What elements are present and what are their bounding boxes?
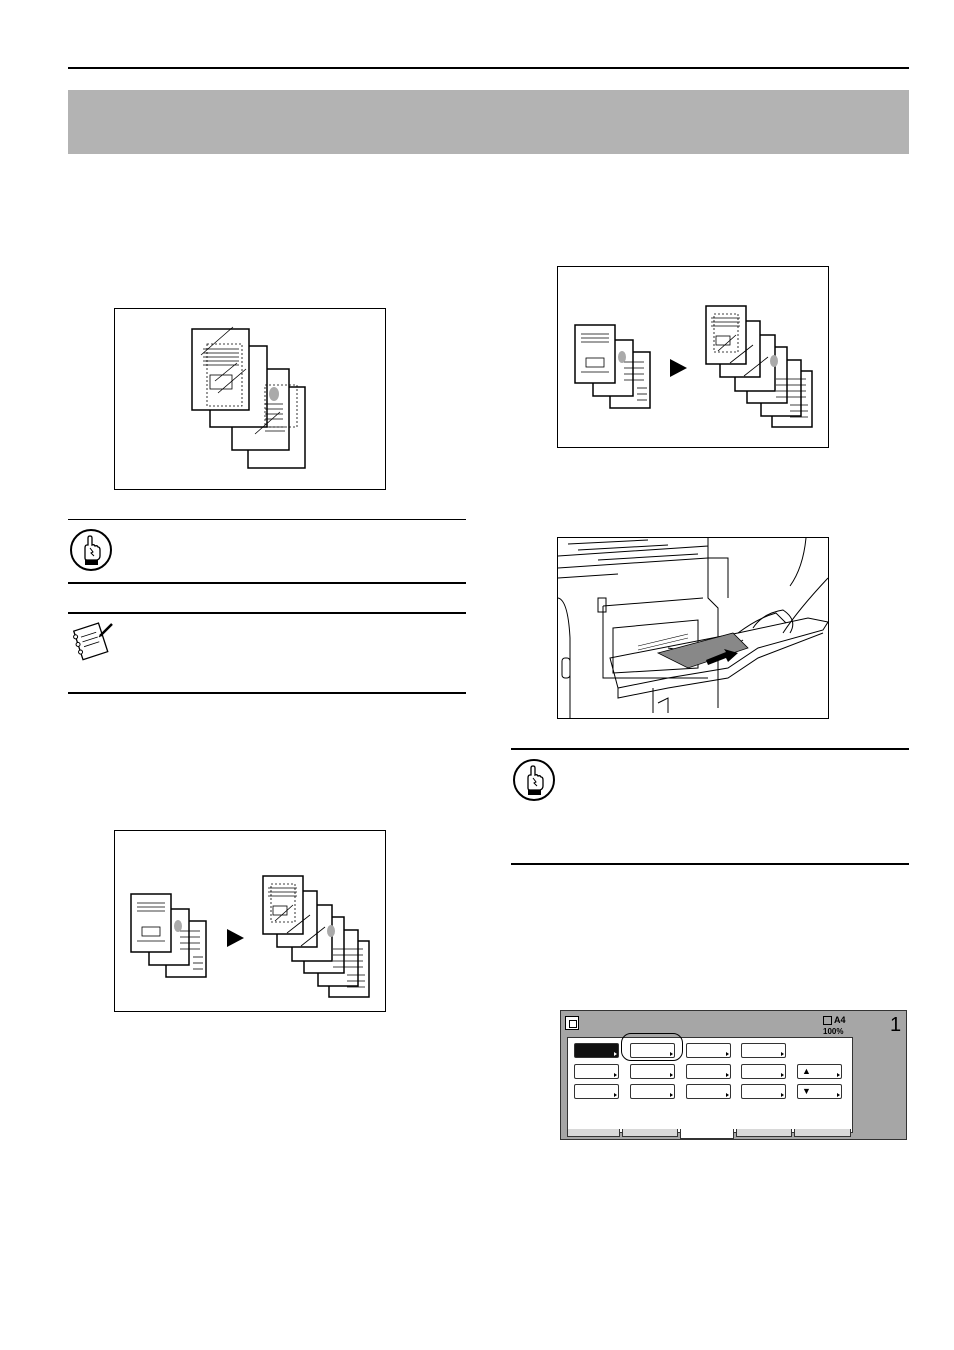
down-arrow-icon: ▼ — [802, 1086, 811, 1096]
function-key-8[interactable] — [741, 1064, 786, 1079]
function-key-6[interactable] — [630, 1064, 675, 1079]
up-arrow-icon: ▲ — [802, 1066, 811, 1076]
copies-count: 1 — [890, 1014, 902, 1036]
tab-3-active[interactable] — [680, 1129, 734, 1139]
function-key-9[interactable] — [574, 1084, 619, 1099]
important-rule-top — [68, 519, 466, 520]
function-key-2[interactable] — [630, 1043, 675, 1058]
function-area: ▲ ▼ — [567, 1037, 853, 1133]
figure-copy-sets-right — [557, 266, 829, 448]
function-key-7[interactable] — [686, 1064, 731, 1079]
zoom-label: 100% — [823, 1027, 844, 1036]
header-rule — [68, 67, 909, 69]
size-text: A4 — [834, 1015, 846, 1025]
important-rule-bottom-right — [511, 863, 909, 865]
original-icon — [565, 1016, 579, 1030]
scroll-up-button[interactable]: ▲ — [797, 1064, 842, 1079]
figure-page-stack — [114, 308, 386, 490]
figure-copy-sets-left — [114, 830, 386, 1012]
note-rule-bottom — [68, 692, 466, 694]
scroll-down-button[interactable]: ▼ — [797, 1084, 842, 1099]
notepad-icon — [70, 620, 116, 667]
tab-2[interactable] — [622, 1129, 678, 1137]
function-key-10[interactable] — [630, 1084, 675, 1099]
figure-bypass-tray — [557, 537, 829, 719]
function-key-3[interactable] — [686, 1043, 731, 1058]
important-rule-top-right — [511, 748, 909, 750]
tab-1[interactable] — [567, 1129, 620, 1137]
panel-header — [561, 1011, 906, 1037]
important-rule-bottom — [68, 582, 466, 584]
size-label: A4 — [823, 1016, 846, 1025]
function-key-11[interactable] — [686, 1084, 731, 1099]
highlight-ring — [621, 1033, 683, 1061]
tab-5[interactable] — [794, 1129, 851, 1137]
function-key-1[interactable] — [574, 1043, 619, 1058]
function-key-4[interactable] — [741, 1043, 786, 1058]
touch-panel: A4 100% 1 ▲ ▼ — [560, 1010, 907, 1140]
tab-4[interactable] — [736, 1129, 792, 1137]
function-key-12[interactable] — [741, 1084, 786, 1099]
important-icon-right — [512, 758, 556, 807]
note-rule-top — [68, 612, 466, 614]
function-key-5[interactable] — [574, 1064, 619, 1079]
important-icon — [69, 528, 113, 577]
section-title-bar — [68, 90, 909, 154]
